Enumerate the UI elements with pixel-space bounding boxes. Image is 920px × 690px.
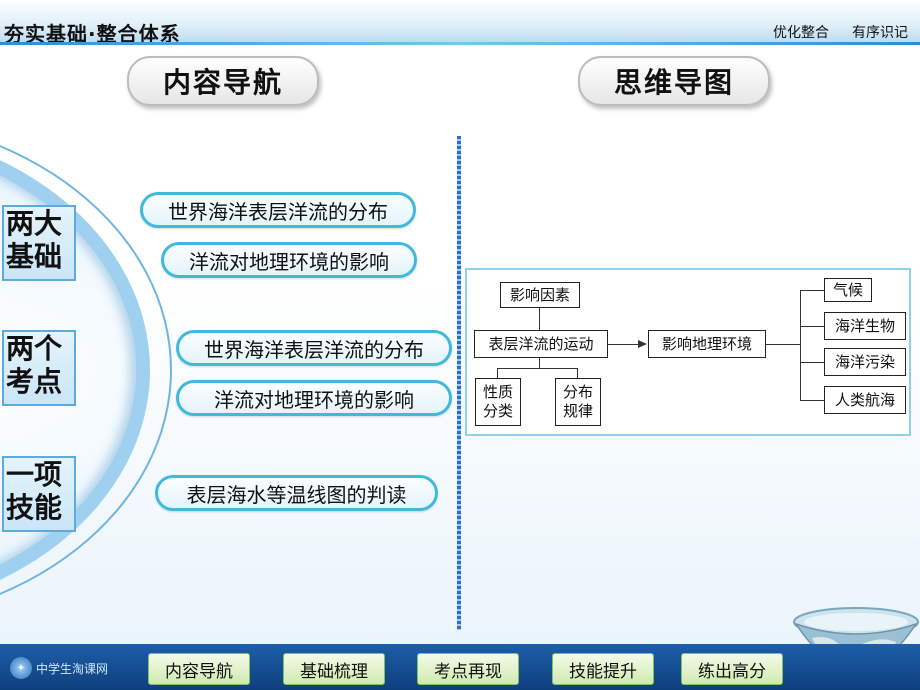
tag-line: 考点 [6,365,63,398]
tag-two-points[interactable]: 两个 考点 [2,330,76,406]
brand-logo-icon: ✦ [10,657,32,679]
mindmap-node-nature: 性质分类 [475,378,521,426]
header-divider [0,42,920,45]
tag-one-skill[interactable]: 一项 技能 [2,456,76,532]
connector [539,358,540,368]
tag-two-basics[interactable]: 两大 基础 [2,205,76,281]
mindmap-node-motion: 表层洋流的运动 [474,330,608,358]
footer-button-practice[interactable]: 练出高分 [681,653,783,685]
topic-link-point-distribution[interactable]: 世界海洋表层洋流的分布 [176,330,452,366]
nav-section-title: 内容导航 [127,56,319,106]
topic-link-point-impact[interactable]: 洋流对地理环境的影响 [176,380,452,416]
mindmap-node-distribution: 分布规律 [555,378,601,426]
arrow-icon [638,340,647,348]
connector [800,290,801,400]
mindmap-node-factor: 影响因素 [500,282,580,308]
connector [800,362,824,363]
brand: ✦ 中学生淘课网 [10,657,108,679]
footer-button-points[interactable]: 考点再现 [417,653,519,685]
footer-button-nav[interactable]: 内容导航 [148,653,250,685]
mindmap-node-climate: 气候 [824,278,872,302]
tag-line: 一项 [6,458,63,491]
topic-link-current-impact[interactable]: 洋流对地理环境的影响 [161,242,417,278]
connector [497,368,498,378]
connector [766,344,800,345]
connector [800,400,824,401]
footer-button-basics[interactable]: 基础梳理 [283,653,385,685]
footer-button-skills[interactable]: 技能提升 [552,653,654,685]
mindmap-node-marine-life: 海洋生物 [824,312,906,340]
map-section-title: 思维导图 [578,56,770,106]
topic-link-current-distribution[interactable]: 世界海洋表层洋流的分布 [140,192,416,228]
tag-line: 技能 [6,491,63,524]
header-link-optimize[interactable]: 优化整合 [773,25,829,41]
tag-line: 基础 [6,240,63,273]
connector [800,290,824,291]
connector [800,326,824,327]
header-bar: 夯实基础·整合体系 优化整合 有序识记 [0,0,920,46]
mindmap-node-marine-pollution: 海洋污染 [824,348,906,376]
mindmap-node-impact: 影响地理环境 [648,330,766,358]
arrow-line [608,344,640,345]
column-divider [457,136,461,630]
topic-link-isotherm-reading[interactable]: 表层海水等温线图的判读 [155,475,438,511]
connector [577,368,578,378]
mindmap-node-navigation: 人类航海 [824,386,906,414]
connector [539,308,540,330]
brand-name: 中学生淘课网 [36,661,109,676]
tag-line: 两个 [6,332,63,365]
header-link-memorize[interactable]: 有序识记 [852,25,908,41]
connector [497,368,578,369]
tag-line: 两大 [6,207,63,240]
